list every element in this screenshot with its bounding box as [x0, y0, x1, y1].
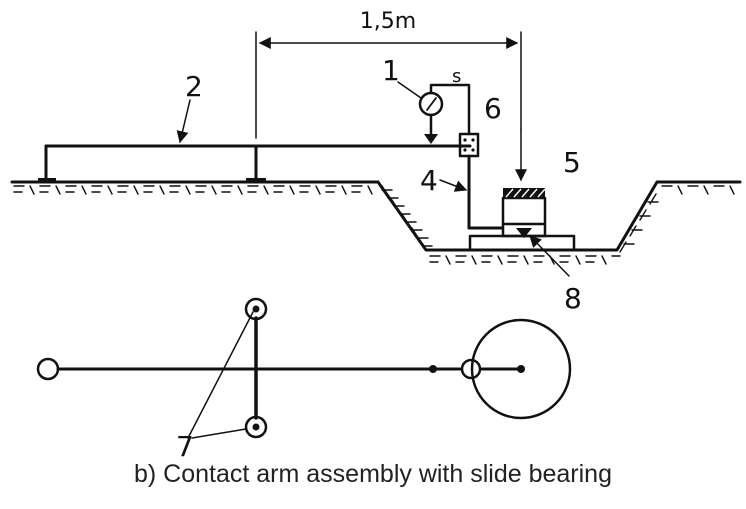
dimension-label: 1,5m [360, 9, 416, 34]
support-bottom [244, 415, 268, 439]
joint-dot [429, 365, 437, 373]
vertical-rod [467, 154, 504, 230]
label-5: 5 [563, 146, 581, 179]
foundation-block [468, 188, 576, 252]
label-6: 6 [484, 92, 502, 125]
dial-gauge [418, 83, 471, 144]
rod-circle [460, 358, 482, 380]
elevation-view: 1,5m 1 2 s 6 4 5 8 [10, 9, 742, 315]
center-dot [517, 365, 525, 373]
label-2: 2 [185, 70, 203, 103]
trench-hatch [381, 185, 735, 265]
plan-view [36, 297, 572, 439]
dimension-line [255, 31, 527, 182]
foot-left [38, 178, 56, 183]
figure-caption: b) Contact arm assembly with slide beari… [134, 460, 612, 488]
ground-left [10, 180, 380, 195]
trench [376, 180, 742, 265]
foundation-circle [470, 318, 572, 420]
leaders [176, 81, 570, 277]
slide-bearing [516, 228, 532, 238]
label-8: 8 [564, 282, 582, 315]
label-s: s [452, 66, 461, 87]
label-7: 7 [176, 430, 194, 463]
label-1: 1 [382, 54, 400, 87]
support-top [244, 297, 268, 321]
ground-left-hatch [13, 185, 373, 195]
label-4: 4 [420, 164, 438, 197]
foot-mid [246, 178, 266, 183]
contact-arm [38, 144, 472, 184]
end-circle [36, 357, 60, 381]
